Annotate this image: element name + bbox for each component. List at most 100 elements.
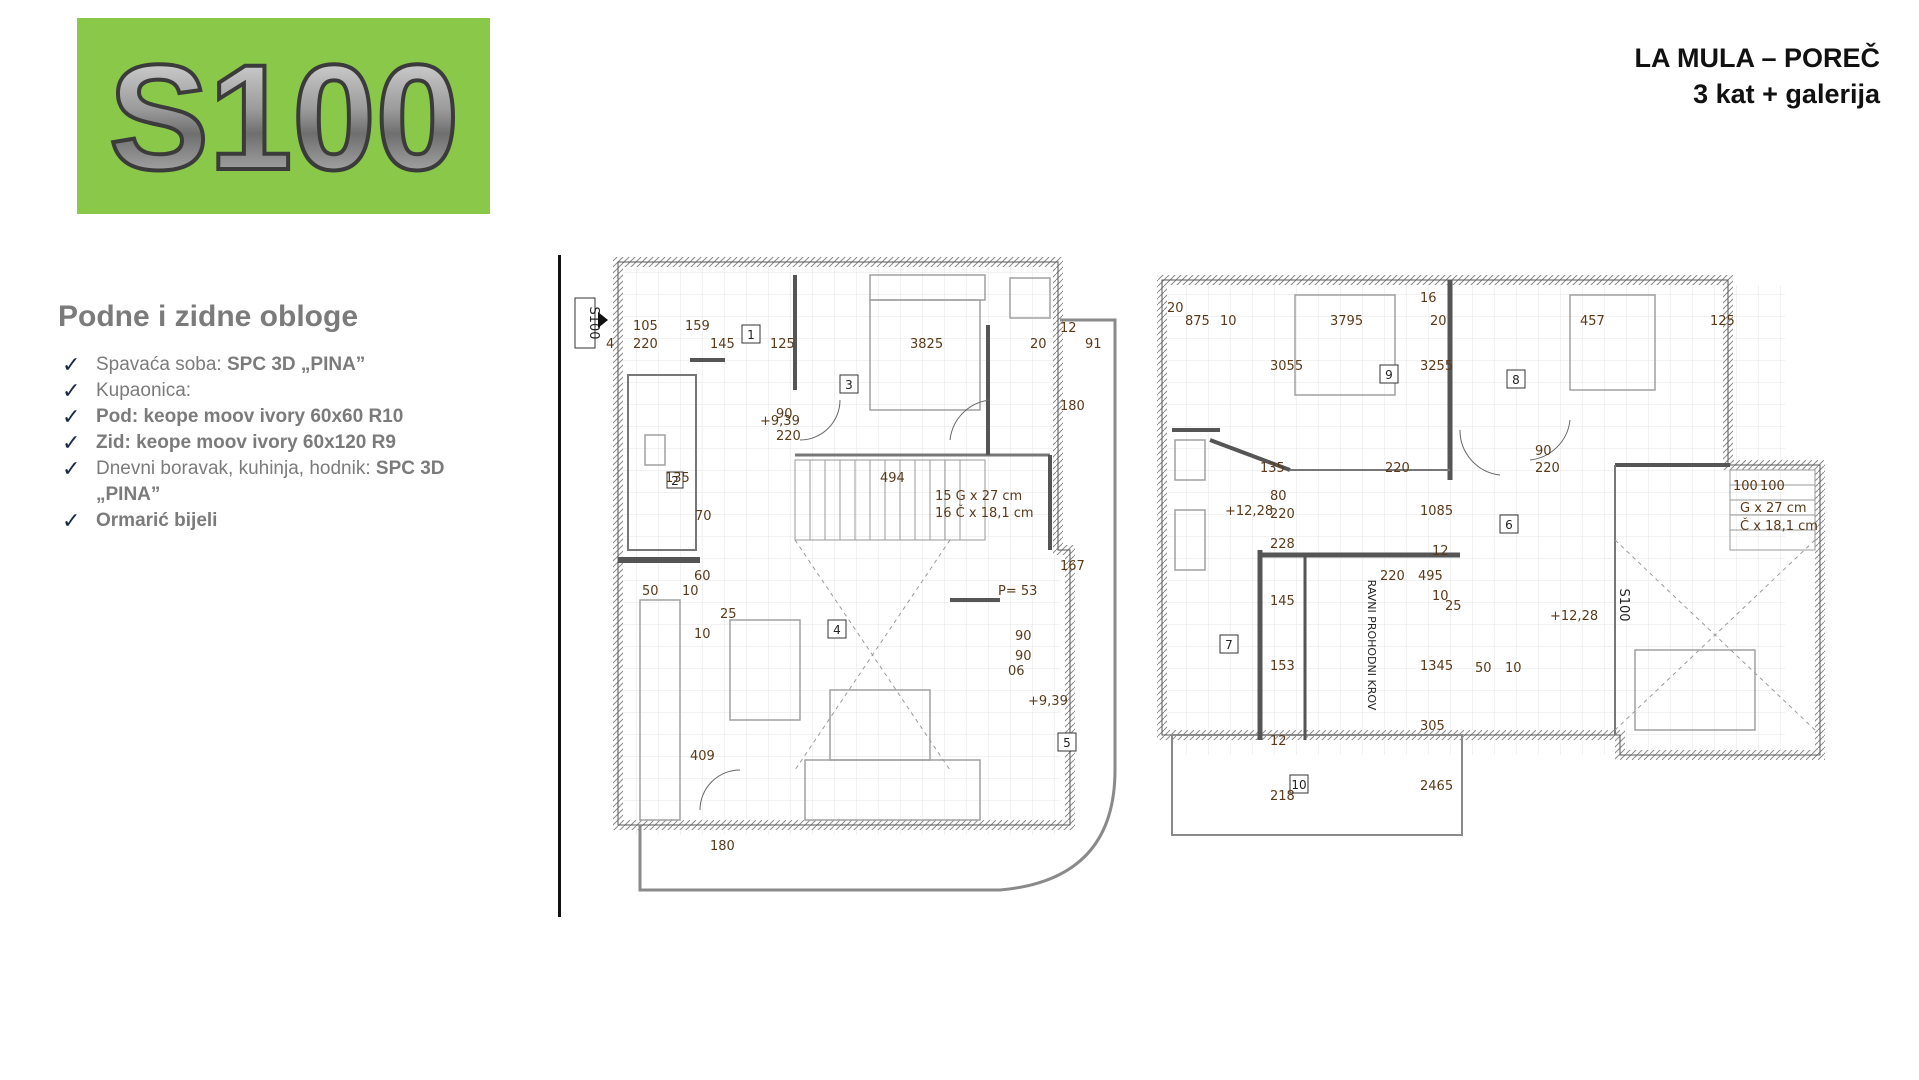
svg-text:10: 10 [1505, 661, 1522, 676]
svg-text:16 Č x 18,1 cm: 16 Č x 18,1 cm [935, 505, 1034, 521]
checkmark-icon: ✓ [62, 456, 81, 481]
svg-text:50: 50 [1475, 661, 1492, 676]
room-number: 3 [845, 378, 853, 392]
list-item: ✓Spavaća soba: SPC 3D „PINA” [62, 352, 366, 377]
unit-code: S100 [108, 41, 458, 191]
svg-text:25: 25 [1445, 599, 1462, 614]
unit-badge: S100 [77, 18, 490, 214]
list-item: ✓Kupaonica: [62, 378, 192, 403]
svg-text:105: 105 [633, 319, 658, 334]
svg-text:+12,28: +12,28 [1550, 609, 1598, 624]
list-item: ✓Zid: keope moov ivory 60x120 R9 [62, 430, 396, 455]
upper-floor-plan: 6 7 8 9 10 S100 RAVNI PROHODNI KROV 20 8… [1157, 275, 1825, 836]
svg-text:80: 80 [1270, 489, 1287, 504]
room-number: 4 [833, 623, 841, 637]
svg-text:P= 53: P= 53 [998, 584, 1037, 599]
svg-text:145: 145 [710, 337, 735, 352]
svg-text:1085: 1085 [1420, 504, 1453, 519]
checkmark-icon: ✓ [62, 378, 81, 403]
svg-text:125: 125 [1710, 314, 1735, 329]
svg-text:167: 167 [1060, 559, 1085, 574]
svg-text:3255: 3255 [1420, 359, 1453, 374]
svg-text:3825: 3825 [910, 337, 943, 352]
svg-text:220: 220 [1270, 507, 1295, 522]
svg-text:+12,28: +12,28 [1225, 504, 1273, 519]
checkmark-icon: ✓ [62, 430, 81, 455]
svg-text:25: 25 [720, 607, 737, 622]
svg-text:159: 159 [685, 319, 710, 334]
project-title: LA MULA – POREČ 3 kat + galerija [1634, 40, 1880, 112]
finishes-heading: Podne i zidne obloge [58, 300, 358, 333]
svg-text:70: 70 [695, 509, 712, 524]
room-number: 8 [1512, 373, 1520, 387]
svg-text:90: 90 [1535, 444, 1552, 459]
svg-text:4: 4 [606, 337, 614, 352]
vertical-divider [558, 255, 561, 917]
room-number: 6 [1505, 518, 1513, 532]
svg-text:12: 12 [1060, 321, 1077, 336]
room-number: 7 [1225, 638, 1233, 652]
svg-text:91: 91 [1085, 337, 1102, 352]
svg-text:220: 220 [1535, 461, 1560, 476]
list-item: ✓Pod: keope moov ivory 60x60 R10 [62, 404, 404, 429]
list-item: ✓Dnevni boravak, kuhinja, hodnik: SPC 3D… [62, 456, 445, 505]
svg-text:Č x 18,1 cm: Č x 18,1 cm [1740, 518, 1818, 534]
list-item: ✓Ormarić bijeli [62, 508, 218, 533]
svg-text:218: 218 [1270, 789, 1295, 804]
room-number: 5 [1063, 736, 1071, 750]
svg-text:60: 60 [694, 569, 711, 584]
svg-text:409: 409 [690, 749, 715, 764]
svg-text:1345: 1345 [1420, 659, 1453, 674]
svg-text:10: 10 [1432, 589, 1449, 604]
svg-text:10: 10 [682, 584, 699, 599]
svg-text:90: 90 [776, 407, 793, 422]
unit-mark: S100 [1616, 588, 1631, 621]
svg-text:3795: 3795 [1330, 314, 1363, 329]
svg-text:135: 135 [665, 471, 690, 486]
roof-note: RAVNI PROHODNI KROV [1365, 580, 1378, 711]
svg-text:10: 10 [1220, 314, 1237, 329]
svg-text:12: 12 [1270, 734, 1287, 749]
svg-text:15 G x 27 cm: 15 G x 27 cm [935, 489, 1022, 504]
floor-plans: 1 2 3 4 5 S100 105 220 159 145 125 3825 … [574, 257, 1825, 892]
svg-text:875: 875 [1185, 314, 1210, 329]
svg-text:145: 145 [1270, 594, 1295, 609]
project-floor: 3 kat + galerija [1693, 79, 1880, 109]
checkmark-icon: ✓ [62, 352, 81, 377]
room-number: 1 [747, 328, 755, 342]
svg-text:457: 457 [1580, 314, 1605, 329]
checkmark-icon: ✓ [62, 508, 81, 533]
svg-text:228: 228 [1270, 537, 1295, 552]
svg-text:2465: 2465 [1420, 779, 1453, 794]
svg-text:06: 06 [1008, 664, 1025, 679]
svg-text:3055: 3055 [1270, 359, 1303, 374]
svg-text:20: 20 [1430, 314, 1447, 329]
svg-text:135: 135 [1260, 461, 1285, 476]
svg-text:100: 100 [1733, 479, 1758, 494]
svg-text:G x 27 cm: G x 27 cm [1740, 501, 1807, 516]
lower-floor-plan: 1 2 3 4 5 S100 105 220 159 145 125 3825 … [574, 257, 1117, 892]
room-number: 2 [671, 474, 679, 488]
arrow-icon [598, 312, 608, 328]
svg-text:20: 20 [1030, 337, 1047, 352]
svg-text:220: 220 [1385, 461, 1410, 476]
svg-text:220: 220 [776, 429, 801, 444]
svg-text:16: 16 [1420, 291, 1437, 306]
unit-mark: S100 [586, 306, 601, 339]
finishes-list: ✓Spavaća soba: SPC 3D „PINA” ✓Kupaonica:… [62, 352, 482, 534]
svg-text:50: 50 [642, 584, 659, 599]
svg-text:20: 20 [1167, 301, 1184, 316]
svg-text:90: 90 [1015, 649, 1032, 664]
svg-text:+9,39: +9,39 [760, 414, 800, 429]
svg-text:12: 12 [1432, 544, 1449, 559]
svg-text:180: 180 [1060, 399, 1085, 414]
unit-code-logo: S100 [106, 41, 460, 191]
svg-text:125: 125 [770, 337, 795, 352]
svg-text:220: 220 [1380, 569, 1405, 584]
svg-text:90: 90 [1015, 629, 1032, 644]
room-number: 10 [1291, 778, 1306, 792]
svg-text:+9,39: +9,39 [1028, 694, 1068, 709]
svg-text:494: 494 [880, 471, 905, 486]
svg-text:305: 305 [1420, 719, 1445, 734]
svg-text:495: 495 [1418, 569, 1443, 584]
